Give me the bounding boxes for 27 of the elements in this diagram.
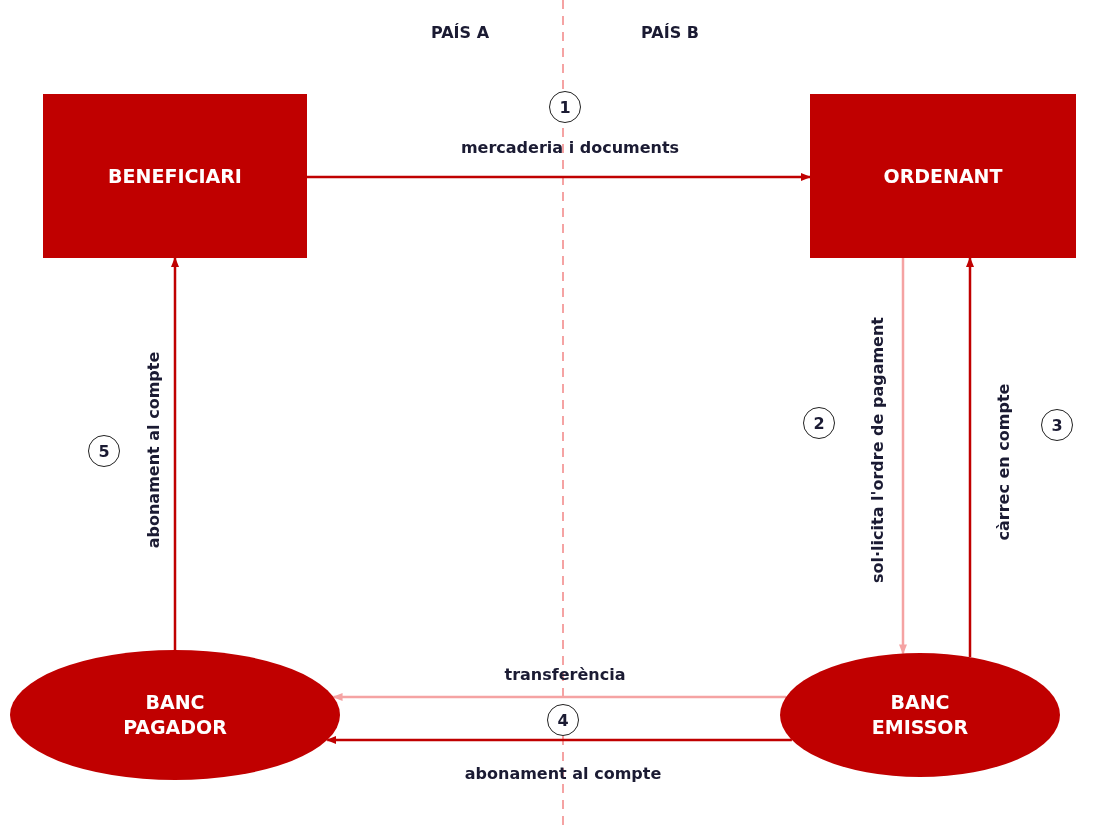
- node-label: BENEFICIARI: [108, 163, 242, 189]
- arrow: [307, 173, 811, 181]
- arrow: [326, 736, 792, 744]
- arrow: [332, 693, 787, 701]
- step-number: 5: [88, 435, 120, 467]
- arrow: [966, 257, 974, 658]
- edge-label: càrrec en compte: [993, 383, 1013, 541]
- edge-label: sol·licita l'ordre de pagament: [867, 317, 887, 583]
- arrow: [171, 257, 179, 650]
- party-box: [810, 94, 1076, 258]
- node-label: ORDENANT: [883, 163, 1003, 189]
- country-label: PAÍS A: [430, 22, 490, 42]
- step-number: 4: [547, 704, 579, 736]
- step-number: 1: [549, 91, 581, 123]
- edge-label: abonament al compte: [143, 351, 163, 549]
- edge-label: mercaderia i documents: [460, 137, 680, 157]
- edge-label: abonament al compte: [464, 763, 662, 783]
- node-label: BANC EMISSOR: [870, 690, 970, 740]
- step-number: 3: [1041, 409, 1073, 441]
- country-label: PAÍS B: [641, 22, 699, 42]
- bank-ellipse: [10, 650, 340, 780]
- edge-label: transferència: [504, 664, 626, 684]
- bank-ellipse: [780, 653, 1060, 777]
- node-label: BANC PAGADOR: [122, 690, 228, 740]
- step-number: 2: [803, 407, 835, 439]
- party-box: [43, 94, 307, 258]
- arrow: [899, 258, 907, 655]
